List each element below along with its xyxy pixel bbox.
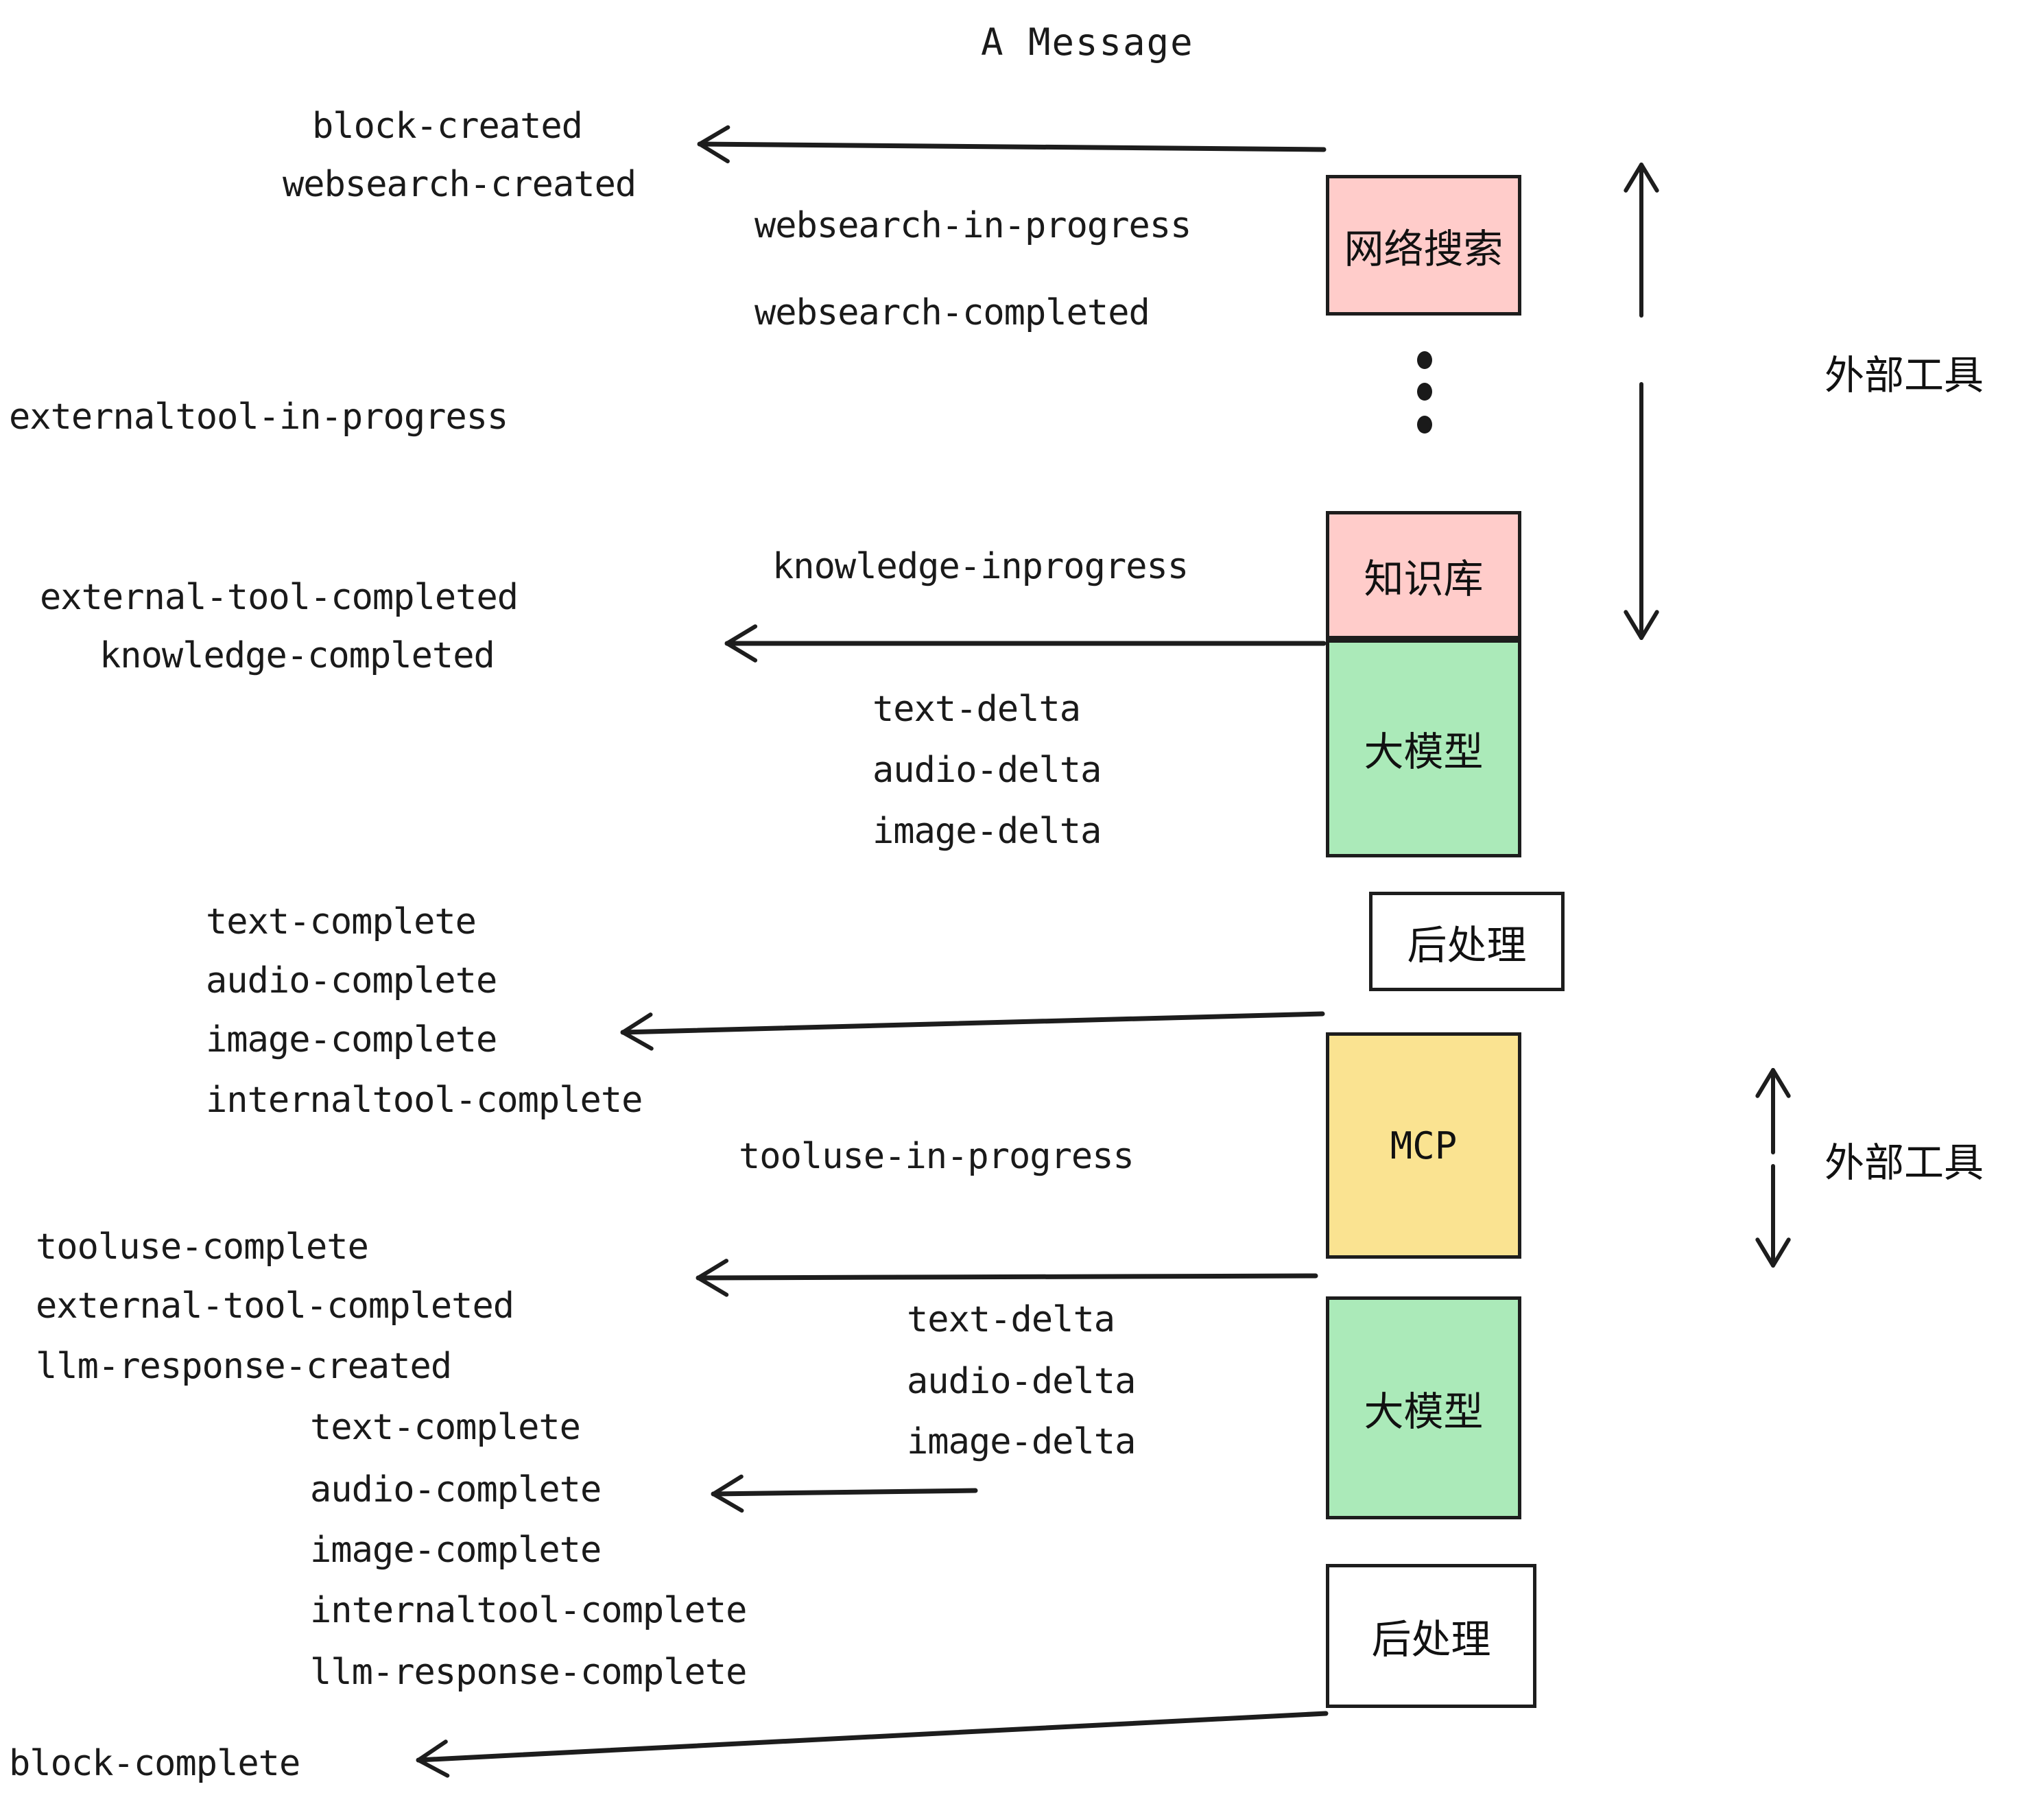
box-knowledge: 知识库 [1326, 511, 1521, 639]
box-mcp: MCP [1326, 1032, 1521, 1259]
event-label-text-complete-2: text-complete [310, 1407, 581, 1448]
event-label-external-tool-completed-2: external-tool-completed [36, 1285, 514, 1327]
arrow-arrow-block-complete [416, 1711, 1329, 1778]
box-postprocess-1: 后处理 [1369, 892, 1565, 991]
event-label-websearch-created: websearch-created [283, 164, 637, 205]
box-label: 大模型 [1364, 1388, 1484, 1435]
ellipsis-dot-1 [1417, 351, 1432, 369]
box-label: 知识库 [1364, 555, 1484, 602]
box-llm-1: 大模型 [1326, 639, 1521, 857]
event-label-audio-delta-1: audio-delta [872, 750, 1102, 791]
side-label-external-tool-bottom: 外部工具 [1825, 1139, 1984, 1186]
side-label-external-tool-top: 外部工具 [1825, 352, 1984, 399]
box-postprocess-2: 后处理 [1326, 1564, 1536, 1708]
event-label-text-delta-2: text-delta [907, 1299, 1115, 1340]
event-label-llm-response-complete: llm-response-complete [310, 1652, 747, 1693]
event-label-audio-delta-2: audio-delta [907, 1361, 1136, 1402]
side-arrow-external-tool-down [1624, 382, 1659, 640]
event-label-tooluse-complete: tooluse-complete [36, 1226, 369, 1268]
event-label-tooluse-in-progress: tooluse-in-progress [739, 1136, 1134, 1177]
box-label: MCP [1390, 1124, 1458, 1167]
event-label-text-complete-1: text-complete [206, 901, 477, 942]
event-label-websearch-completed: websearch-completed [754, 292, 1150, 333]
box-label: 后处理 [1407, 921, 1527, 969]
box-label: 网络搜索 [1344, 225, 1504, 272]
event-label-llm-response-created: llm-response-created [36, 1346, 452, 1387]
event-label-image-complete-1: image-complete [206, 1019, 497, 1060]
event-label-knowledge-inprogress: knowledge-inprogress [772, 546, 1189, 587]
event-label-text-delta-1: text-delta [872, 689, 1081, 730]
arrow-arrow-tooluse [696, 1259, 1318, 1297]
event-label-image-delta-2: image-delta [907, 1421, 1136, 1462]
arrow-arrow-image-complete [620, 1011, 1325, 1051]
event-label-internaltool-complete-2: internaltool-complete [310, 1590, 747, 1631]
event-label-block-created: block-created [312, 106, 583, 147]
side-arrow-external-tool-down-2 [1755, 1164, 1791, 1268]
event-label-externaltool-in-progress: externaltool-in-progress [9, 396, 508, 438]
event-label-websearch-in-progress: websearch-in-progress [754, 205, 1191, 246]
box-label: 大模型 [1364, 728, 1484, 775]
ellipsis-dot-3 [1417, 416, 1432, 434]
ellipsis-dot-2 [1417, 383, 1432, 401]
arrow-arrow-knowledge [724, 624, 1327, 663]
event-label-block-complete: block-complete [9, 1743, 300, 1784]
event-label-image-complete-2: image-complete [310, 1530, 602, 1571]
box-llm-2: 大模型 [1326, 1296, 1521, 1519]
page-title: A Message [981, 21, 1194, 64]
event-label-image-delta-1: image-delta [872, 811, 1102, 852]
arrow-arrow-block-created [697, 125, 1327, 164]
event-label-knowledge-completed: knowledge-completed [99, 635, 495, 676]
event-label-external-tool-completed-1: external-tool-completed [40, 577, 519, 618]
box-websearch: 网络搜索 [1326, 175, 1521, 316]
arrow-arrow-audio-complete [711, 1474, 978, 1513]
event-label-internaltool-complete-1: internaltool-complete [206, 1080, 643, 1121]
box-label: 后处理 [1371, 1616, 1491, 1663]
side-arrow-external-tool-up-2 [1755, 1068, 1791, 1154]
event-label-audio-complete-2: audio-complete [310, 1469, 602, 1510]
side-arrow-external-tool-up [1624, 163, 1659, 318]
event-label-audio-complete-1: audio-complete [206, 960, 497, 1001]
